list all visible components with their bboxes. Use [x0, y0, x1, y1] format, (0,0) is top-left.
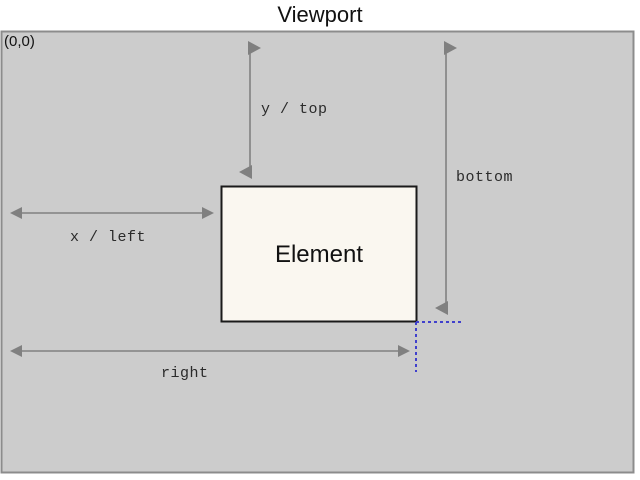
- measurement-label-bottom: bottom: [456, 169, 514, 186]
- origin-coordinate-label: (0,0): [4, 33, 35, 50]
- measurement-label-x-left: x / left: [70, 229, 147, 246]
- element-box-label: Element: [274, 241, 364, 268]
- measurement-label-right: right: [161, 365, 209, 382]
- page-title: Viewport: [277, 2, 363, 27]
- element-rect: [220, 185, 418, 323]
- measurement-label-y-top: y / top: [261, 101, 328, 118]
